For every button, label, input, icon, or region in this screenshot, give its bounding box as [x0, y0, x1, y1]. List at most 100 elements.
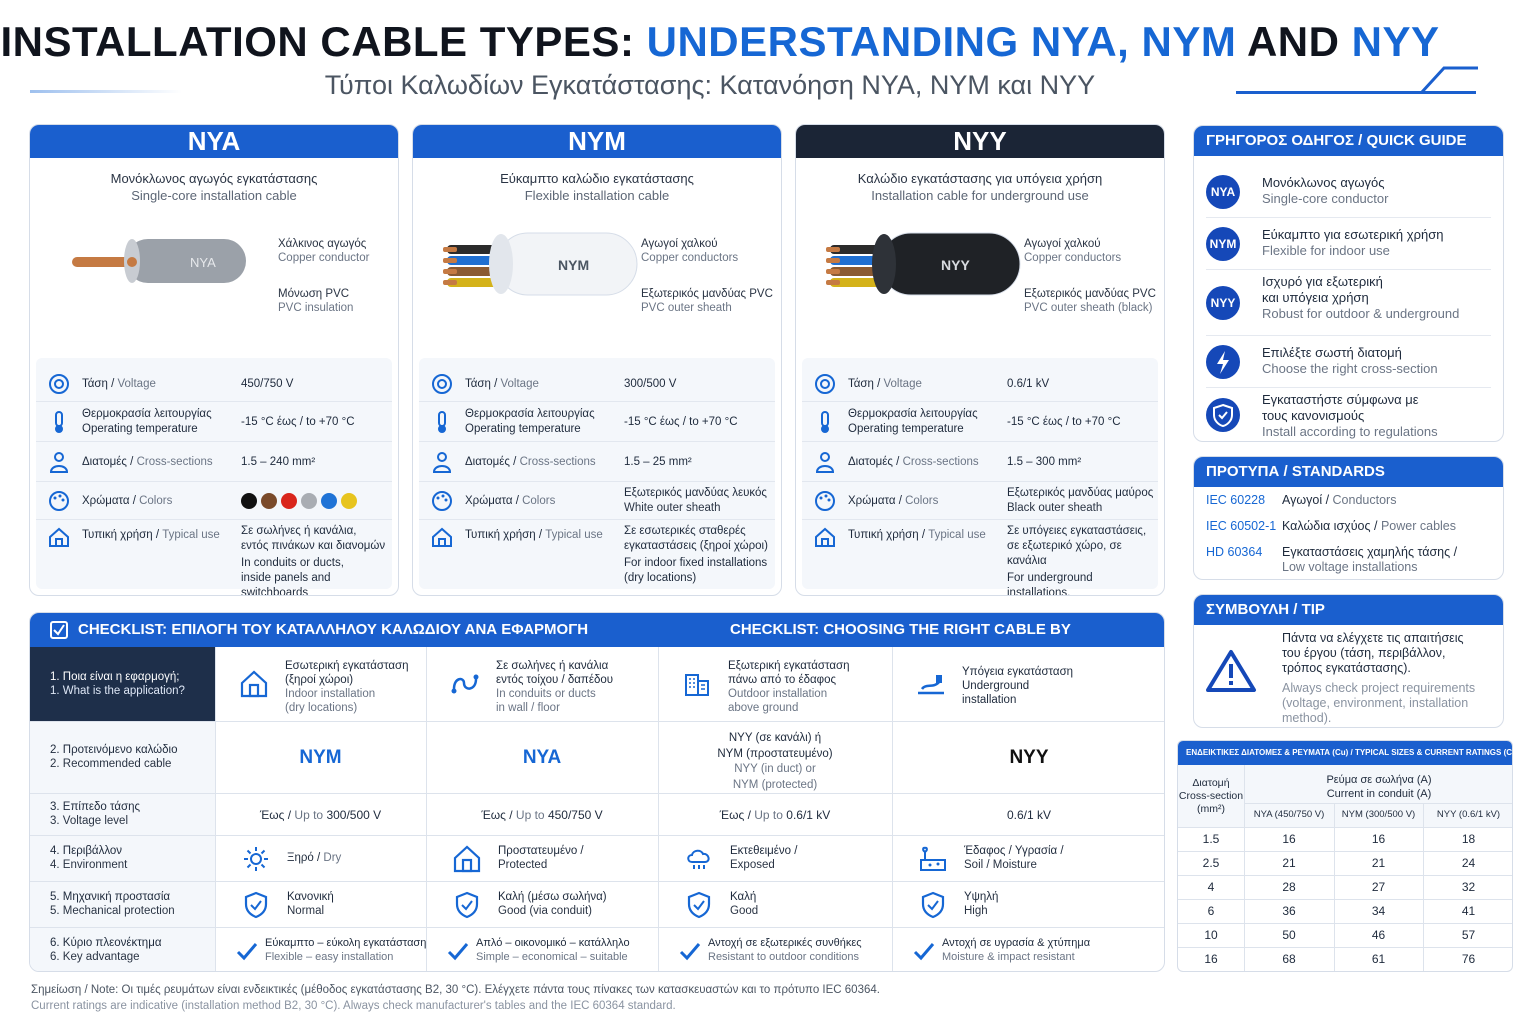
ratings-cell: 61	[1371, 952, 1386, 966]
checklist-recommended-cable: NYA	[522, 747, 562, 768]
spec-label: Τυπική χρήση / Typical use	[848, 529, 986, 541]
checklist-q1-bg	[30, 647, 215, 721]
spec-label: Τάση / Voltage	[465, 377, 539, 390]
standard-code: IEC 60228	[1206, 493, 1266, 507]
checklist-panel: CHECKLIST: ΕΠΙΛΟΓΗ ΤΟΥ ΚΑΤΑΛΛΗΛΟΥ ΚΑΛΩΔΙ…	[29, 612, 1165, 972]
page-title: INSTALLATION CABLE TYPES: UNDERSTANDING …	[0, 18, 1440, 66]
house-icon	[452, 844, 482, 879]
checklist-environment: Ξηρό / Dry	[287, 852, 342, 864]
cross-section-icon	[48, 451, 70, 473]
spec-row-colors: Χρώματα / Colors	[36, 482, 392, 520]
card-desc-en: Flexible installation cable	[524, 188, 670, 203]
color-swatch	[321, 492, 337, 509]
card-desc-gr: Εύκαμπτο καλώδιο εγκατάστασης	[500, 171, 694, 186]
soil-icon	[918, 844, 948, 879]
spec-label: Διατομές / Cross-sections	[82, 455, 213, 468]
divider	[1178, 851, 1512, 852]
checklist-voltage: Έως / Up to 0.6/1 kV	[719, 808, 831, 822]
check-icon	[678, 940, 702, 967]
ratings-cell: 36	[1282, 904, 1296, 918]
ratings-cell: 2.5	[1202, 856, 1220, 870]
title-part3: AND	[1246, 18, 1340, 65]
color-swatch	[261, 492, 277, 509]
standards-title: ΠΡΟΤΥΠΑ / STANDARDS	[1194, 457, 1503, 487]
thermometer-icon	[431, 411, 453, 433]
cable-illustration: NYY	[826, 225, 1026, 305]
spec-value: -15 °C έως / to +70 °C	[624, 415, 738, 428]
spec-value: -15 °C έως / to +70 °C	[1007, 415, 1121, 428]
card-header: NYM	[413, 125, 781, 158]
card-header: NYY	[796, 125, 1164, 158]
page-subtitle: Τύποι Καλωδίων Εγκατάστασης: Κατανόηση N…	[324, 70, 1096, 100]
thermometer-icon	[48, 411, 70, 433]
standard-code: HD 60364	[1206, 545, 1263, 559]
spec-value: 450/750 V	[241, 377, 294, 390]
ratings-group-header: Ρεύμα σε σωλήνα (A)Current in conduit (A…	[1326, 774, 1432, 800]
checklist-voltage: Έως / Up to 300/500 V	[259, 808, 382, 822]
card-header: NYA	[30, 125, 398, 158]
spec-value: -15 °C έως / to +70 °C	[241, 415, 355, 428]
checkbox-icon	[50, 621, 68, 639]
nyy-badge-icon: NYY	[1206, 286, 1240, 320]
nya-badge-icon: NYA	[1206, 175, 1240, 209]
divider	[30, 881, 1164, 882]
ratings-cell: 34	[1371, 904, 1386, 918]
checklist-environment: Εκτεθειμένο /Exposed	[730, 845, 798, 871]
ratings-cell: 46	[1371, 928, 1386, 942]
spec-value: Σε σωλήνες ή κανάλια,εντός πινάκων και δ…	[241, 525, 386, 596]
ratings-cell: 76	[1461, 952, 1476, 966]
card-desc-gr: Μονόκλωνος αγωγός εγκατάστασης	[110, 171, 318, 186]
house-icon	[48, 526, 70, 548]
ratings-table: ΕΝΔΕΙΚΤΙΚΕΣ ΔΙΑΤΟΜΕΣ & ΡΕΥΜΑΤΑ (Cu) / TY…	[1177, 740, 1513, 972]
svg-text:NYY: NYY	[941, 257, 970, 273]
title-part4: NYY	[1351, 18, 1440, 65]
checklist-protection: Καλή (μέσω σωλήνα)Good (via conduit)	[498, 891, 607, 917]
divider	[1178, 827, 1512, 828]
cross-section-icon	[431, 451, 453, 473]
ratings-cell: 68	[1282, 952, 1296, 966]
voltage-icon	[431, 373, 453, 395]
lightning-icon	[1206, 345, 1240, 379]
ratings-cell: 50	[1282, 928, 1296, 942]
cable-illustration: NYA	[60, 225, 260, 305]
divider	[1244, 765, 1245, 971]
tip-panel: ΣΥΜΒΟΥΛΗ / TIP Πάντα να ελέγχετε τις απα…	[1193, 594, 1504, 728]
spec-label: Χρώματα / Colors	[82, 494, 173, 507]
house-icon	[239, 669, 269, 704]
divider	[1244, 803, 1512, 804]
checklist-header: CHECKLIST: ΕΠΙΛΟΓΗ ΤΟΥ ΚΑΤΑΛΛΗΛΟΥ ΚΑΛΩΔΙ…	[30, 613, 1164, 672]
ratings-cell: 21	[1371, 856, 1386, 870]
checklist-environment: Προστατευμένο /Protected	[498, 845, 584, 871]
sun-icon	[241, 844, 271, 879]
divider	[1334, 803, 1335, 971]
spec-label: Τάση / Voltage	[848, 377, 922, 390]
divider	[30, 793, 1164, 794]
